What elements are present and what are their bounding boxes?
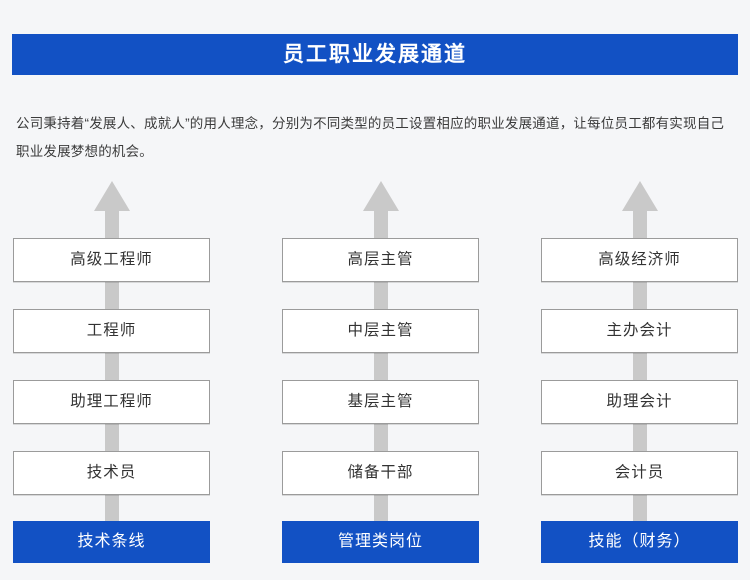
career-track-label: 技能（财务）	[588, 533, 691, 550]
level-stack: 高层主管 中层主管 基层主管 储备干部 管理类岗位	[282, 0, 479, 580]
career-track-footer[interactable]: 技术条线	[13, 521, 210, 563]
career-track-label: 管理类岗位	[337, 533, 423, 550]
level-box[interactable]: 储备干部	[282, 451, 479, 495]
level-box[interactable]: 会计员	[541, 451, 738, 495]
up-arrow-icon	[361, 181, 401, 525]
level-box[interactable]: 主办会计	[541, 309, 738, 353]
intro-paragraph: 公司秉持着“发展人、成就人”的用人理念，分别为不同类型的员工设置相应的职业发展通…	[16, 115, 725, 159]
level-label: 主办会计	[606, 322, 673, 340]
career-column-finance: 高级经济师 主办会计 助理会计 会计员 技能（财务）	[541, 0, 738, 580]
level-box[interactable]: 中层主管	[282, 309, 479, 353]
level-label: 高级工程师	[70, 251, 153, 269]
level-box[interactable]: 高层主管	[282, 238, 479, 282]
level-label: 助理工程师	[70, 393, 153, 411]
level-label: 助理会计	[606, 393, 673, 411]
career-column-management: 高层主管 中层主管 基层主管 储备干部 管理类岗位	[282, 0, 479, 580]
level-box[interactable]: 助理工程师	[13, 380, 210, 424]
level-box[interactable]: 技术员	[13, 451, 210, 495]
level-label: 中层主管	[347, 322, 414, 340]
level-label: 高级经济师	[598, 251, 681, 269]
level-stack: 高级工程师 工程师 助理工程师 技术员 技术条线	[13, 0, 210, 580]
career-track-footer[interactable]: 管理类岗位	[282, 521, 479, 563]
level-label: 会计员	[614, 464, 665, 482]
up-arrow-icon	[620, 181, 660, 525]
level-label: 高层主管	[347, 251, 414, 269]
level-stack: 高级经济师 主办会计 助理会计 会计员 技能（财务）	[541, 0, 738, 580]
career-track-footer[interactable]: 技能（财务）	[541, 521, 738, 563]
up-arrow-icon	[92, 181, 132, 525]
level-label: 工程师	[86, 322, 137, 340]
level-label: 基层主管	[347, 393, 414, 411]
level-label: 技术员	[86, 464, 137, 482]
level-box[interactable]: 高级工程师	[13, 238, 210, 282]
level-box[interactable]: 工程师	[13, 309, 210, 353]
career-column-technical: 高级工程师 工程师 助理工程师 技术员 技术条线	[13, 0, 210, 580]
career-track-label: 技术条线	[77, 533, 146, 550]
page-title: 员工职业发展通道	[283, 43, 467, 66]
page-title-banner: 员工职业发展通道	[12, 34, 738, 75]
level-box[interactable]: 基层主管	[282, 380, 479, 424]
level-label: 储备干部	[347, 464, 414, 482]
level-box[interactable]: 高级经济师	[541, 238, 738, 282]
level-box[interactable]: 助理会计	[541, 380, 738, 424]
